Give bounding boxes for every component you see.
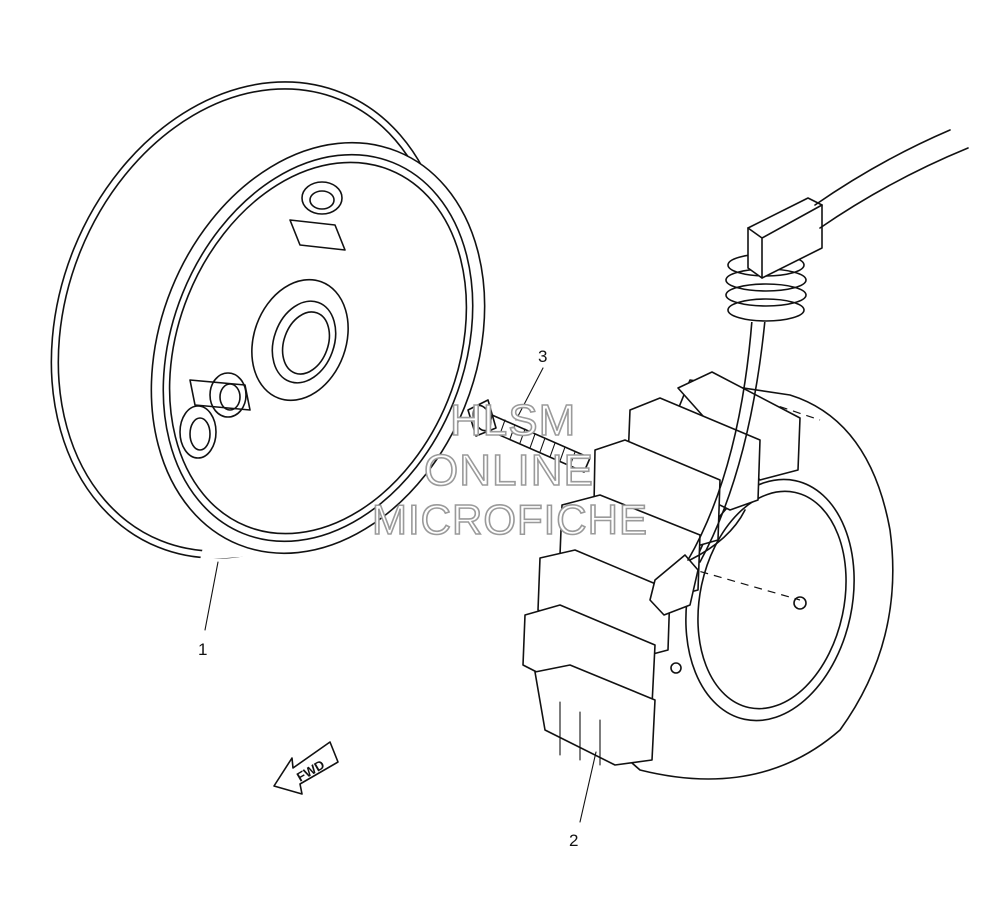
- stator-lead-connector: [649, 554, 699, 616]
- watermark-line-3: MICROFICHE: [371, 495, 648, 544]
- grommet-ring-3: [725, 283, 807, 307]
- rotor-spoke-top: [289, 219, 346, 251]
- rotor-hole-top-inner: [309, 190, 335, 210]
- stator-lead-wire-a: [687, 319, 753, 561]
- screw-shank: [487, 414, 591, 473]
- leader-line-3: [515, 367, 544, 421]
- stator-inner-bore-edge: [697, 490, 847, 710]
- stator-tooth-5: [537, 549, 671, 661]
- callout-1: 1: [198, 640, 207, 659]
- lead-plug-block: [747, 197, 823, 279]
- stator-tooth-7: [534, 664, 656, 766]
- screw-head-face: [472, 404, 492, 432]
- lead-cable-top: [814, 129, 951, 206]
- lead-plug-block-edges: [747, 204, 823, 279]
- fwd-arrow-icon: [273, 741, 339, 795]
- grommet-ring-4: [727, 298, 805, 322]
- lead-cable-bottom: [819, 147, 969, 229]
- stator-assembly: [522, 129, 969, 780]
- rotor-hole-lower-inner: [189, 417, 211, 451]
- stator-mount-hole-2: [670, 662, 682, 674]
- rotor-inner-face: [168, 161, 468, 535]
- rotor-spoke-left: [189, 379, 251, 411]
- rotor-front-rim-inner: [162, 153, 474, 543]
- rotor-flywheel: [50, 81, 486, 560]
- rotor-hub-outer: [251, 278, 349, 402]
- leader-line-1: [204, 561, 219, 631]
- stator-screw: [467, 399, 591, 473]
- stator-mount-hole-1: [793, 596, 807, 610]
- screw-threads: [499, 419, 576, 467]
- callout-2: 2: [569, 831, 578, 850]
- leader-line-2: [579, 751, 597, 823]
- stator-lead-wire-b: [699, 319, 766, 563]
- callout-3: 3: [538, 347, 547, 366]
- rotor-hub-bore-inner: [281, 311, 331, 375]
- rotor-hub-bore: [271, 300, 337, 384]
- fwd-arrow: FWD: [273, 741, 339, 795]
- stator-lamination-lines: [559, 701, 601, 766]
- stator-lead-wire-c: [689, 509, 746, 561]
- grommet-fill: [728, 262, 802, 322]
- watermark-line-2: ONLINE: [423, 445, 594, 496]
- watermark-line-1: HLSM: [449, 395, 577, 446]
